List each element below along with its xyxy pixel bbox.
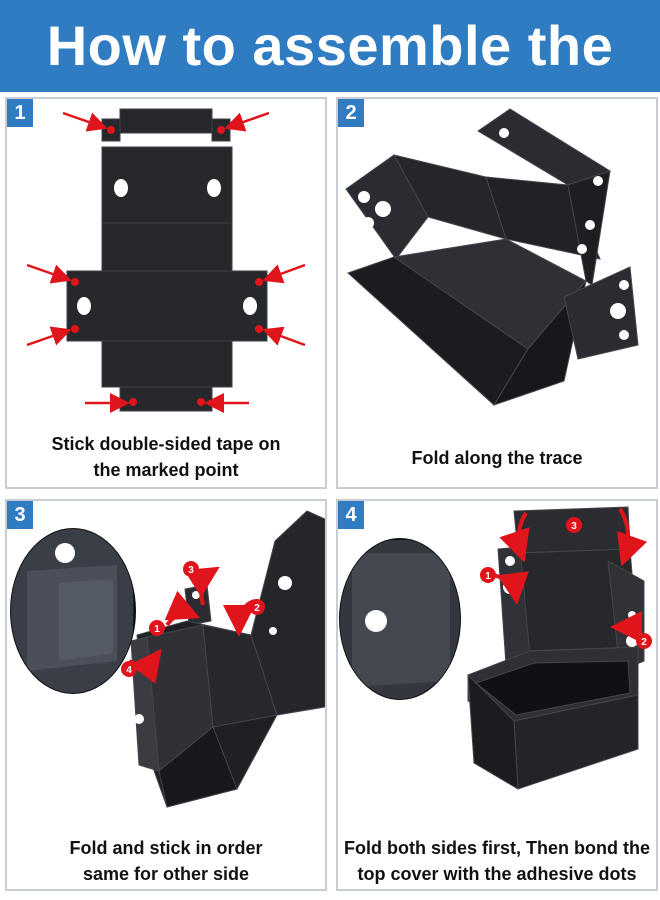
marker-4: 4 [126, 665, 132, 676]
step-3-panel: 3 [5, 499, 327, 891]
caption-line-1: Fold both sides first, Then bond the [344, 838, 650, 858]
step-1-caption: Stick double-sided tape on the marked po… [7, 431, 325, 483]
caption-line-2: the marked point [93, 460, 239, 480]
step-4-caption: Fold both sides first, Then bond the top… [338, 835, 656, 887]
step-number: 2 [338, 99, 364, 127]
title-banner: How to assemble the box [0, 0, 660, 169]
caption-line-2: same for other side [82, 864, 250, 884]
step-3-caption: Fold and stick in order same for other s… [7, 835, 325, 887]
step-number: 3 [7, 501, 33, 529]
marker-3: 3 [571, 521, 577, 532]
folding-sequence-illustration: 1 2 3 4 [10, 510, 325, 808]
partially-folded-box-illustration [345, 108, 639, 406]
flat-box-template-illustration [26, 108, 306, 413]
caption-line-1: Fold along the trace [411, 448, 583, 468]
marker-1: 1 [154, 624, 160, 635]
marker-2: 2 [254, 603, 260, 614]
step-4-panel: 4 [336, 499, 658, 891]
caption-line-1: Stick double-sided tape on [51, 434, 281, 454]
step-number: 1 [7, 99, 33, 127]
step-1-panel: 1 [5, 97, 327, 489]
step-2-panel: 2 Fold along the trace [336, 97, 658, 489]
step-number: 4 [338, 501, 364, 529]
step-2-caption: Fold along the trace [338, 445, 656, 471]
caption-line-2: top cover with the adhesive dots [357, 864, 637, 884]
marker-2: 2 [641, 637, 647, 648]
marker-3: 3 [188, 565, 194, 576]
marker-1: 1 [485, 571, 491, 582]
caption-line-1: Fold and stick in order [69, 838, 263, 858]
closing-box-illustration: 1 2 3 [339, 506, 652, 790]
